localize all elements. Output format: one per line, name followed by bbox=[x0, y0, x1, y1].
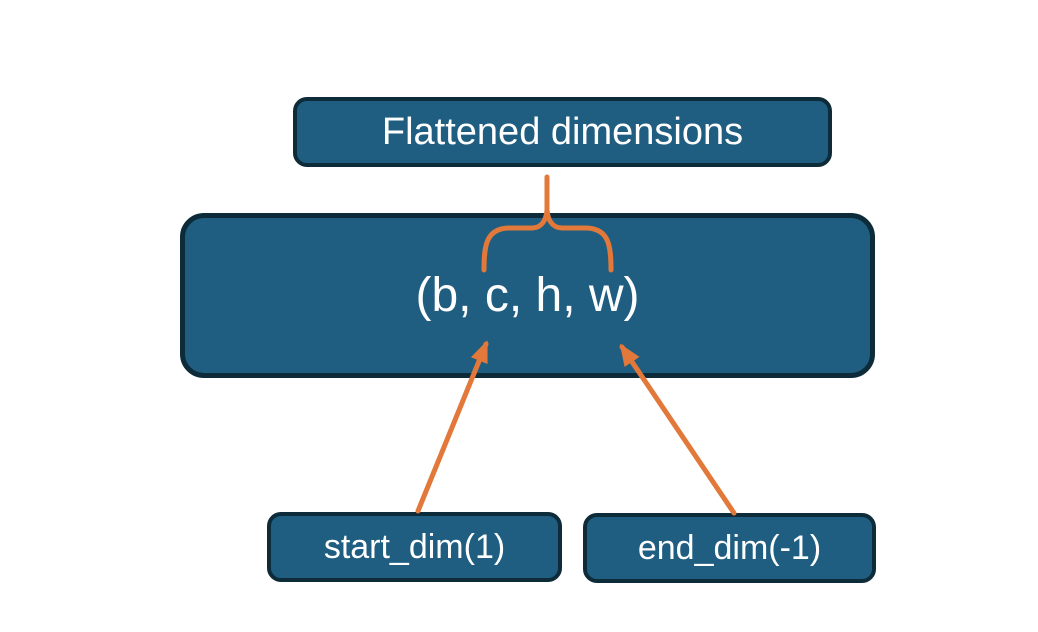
end-dim-label: end_dim(-1) bbox=[637, 528, 822, 567]
end-dim-box: end_dim(-1) bbox=[583, 513, 876, 583]
flattened-dimensions-label: Flattened dimensions bbox=[381, 110, 744, 153]
start-dim-box: start_dim(1) bbox=[267, 512, 562, 582]
flattened-dimensions-box: Flattened dimensions bbox=[293, 97, 832, 167]
start-dim-label: start_dim(1) bbox=[323, 527, 506, 566]
tensor-shape-label: (b, c, h, w) bbox=[415, 269, 640, 322]
tensor-shape-box: (b, c, h, w) bbox=[180, 213, 875, 378]
